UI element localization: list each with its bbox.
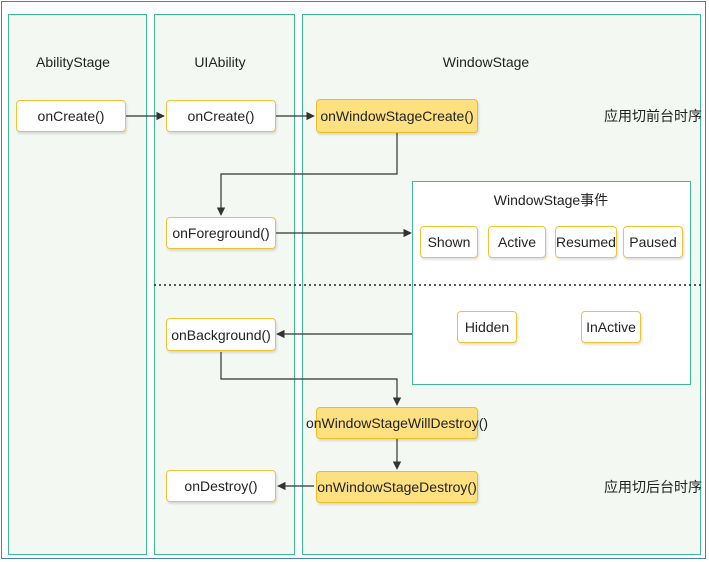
event-inactive: InActive xyxy=(581,311,641,343)
event-hidden: Hidden xyxy=(457,311,517,343)
on-background-node: onBackground() xyxy=(166,318,276,351)
note-to-background: 应用切后台时序 xyxy=(604,479,702,495)
event-shown: Shown xyxy=(420,226,478,258)
on-destroy-node: onDestroy() xyxy=(166,470,276,502)
stage-on-create-node: onCreate() xyxy=(16,100,126,132)
window-stage-events-box xyxy=(412,181,691,385)
window-stage-will-destroy-node: onWindowStageWillDestroy() xyxy=(306,407,488,439)
event-paused: Paused xyxy=(623,226,683,258)
event-active: Active xyxy=(488,226,546,258)
window-stage-events-title: WindowStage事件 xyxy=(493,192,609,208)
window-stage-create-node: onWindowStageCreate() xyxy=(316,99,478,133)
note-to-foreground: 应用切前台时序 xyxy=(604,108,702,124)
lane-title-ability-stage: AbilityStage xyxy=(36,54,110,70)
lane-title-ui-ability: UIAbility xyxy=(194,54,246,70)
on-foreground-node: onForeground() xyxy=(166,217,276,249)
event-resumed: Resumed xyxy=(555,226,617,258)
ability-on-create-node: onCreate() xyxy=(166,100,276,132)
arrow-window-create-to-foreground xyxy=(216,133,398,216)
window-stage-destroy-node: onWindowStageDestroy() xyxy=(316,471,478,503)
arrow-background-to-will-destroy xyxy=(220,352,402,406)
lane-title-window-stage: WindowStage xyxy=(442,54,530,70)
